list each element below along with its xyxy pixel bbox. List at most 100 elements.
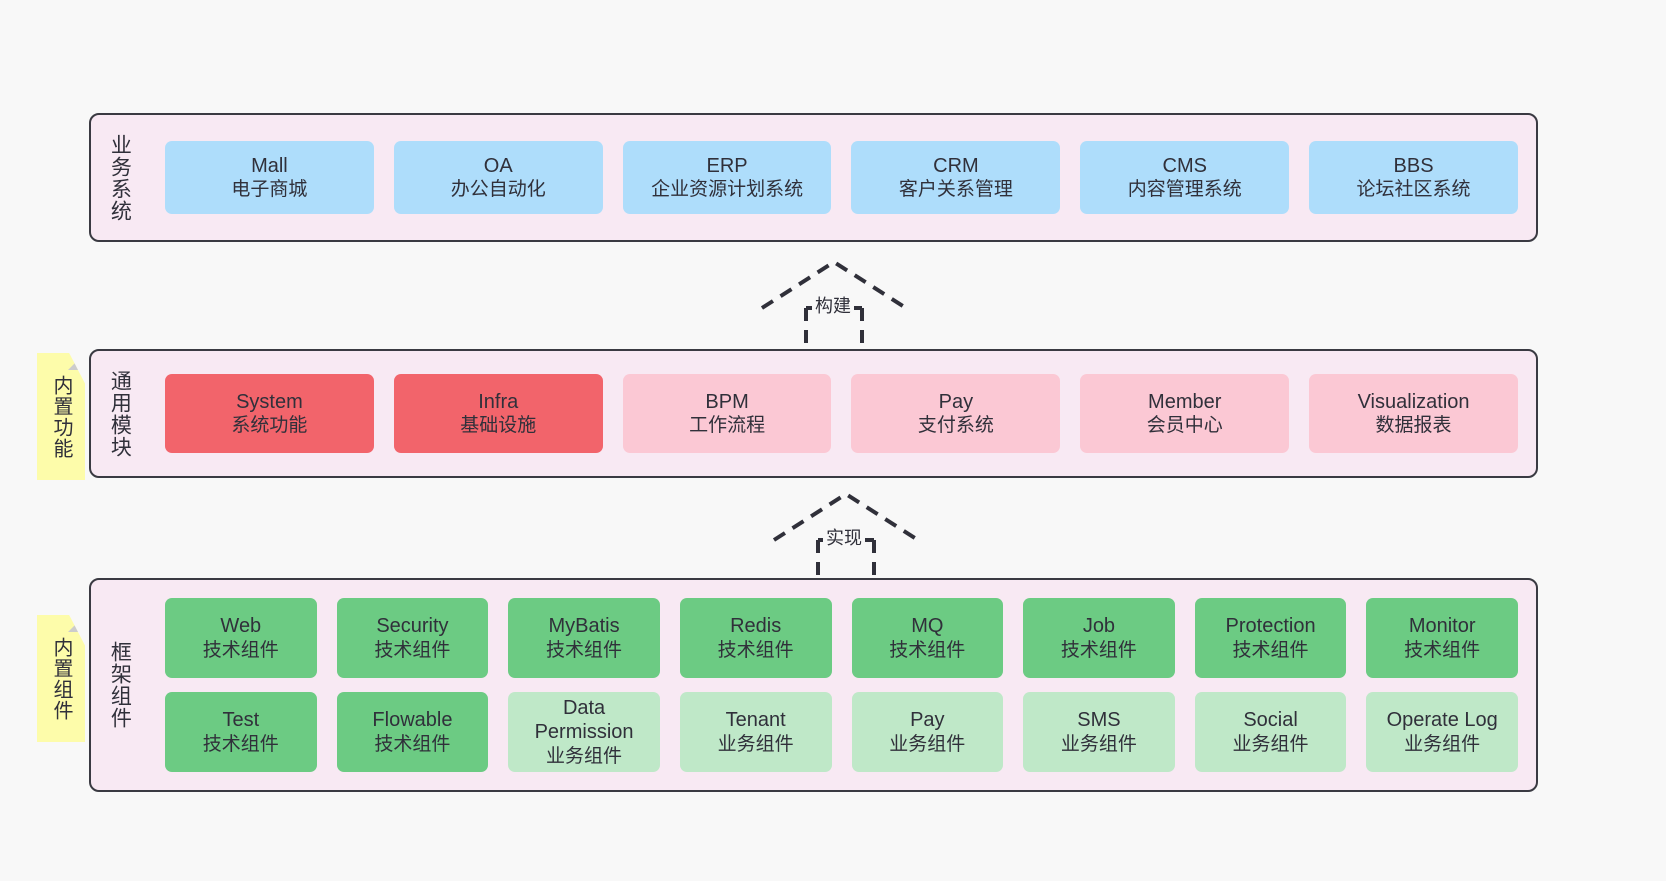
layer-body-framework-component: Web 技术组件 Security 技术组件 MyBatis 技术组件 Redi… [147, 580, 1536, 790]
layer-title-common-module: 通用模块 [108, 369, 132, 458]
card-crm-subtitle: 客户关系管理 [898, 179, 1013, 201]
note-fold-corner-icon [68, 615, 85, 632]
card-social-subtitle: 业务组件 [1232, 733, 1309, 755]
card-mq-title: MQ [911, 615, 944, 638]
card-infra[interactable]: Infra 基础设施 [393, 374, 603, 453]
card-web-title: Web [220, 615, 262, 638]
card-social[interactable]: Social 业务组件 [1194, 692, 1347, 772]
card-bpm-subtitle: 工作流程 [689, 415, 766, 437]
card-flowable-subtitle: 技术组件 [374, 733, 451, 755]
layer-title-framework-component: 框架组件 [108, 641, 132, 729]
card-operate-log[interactable]: Operate Log 业务组件 [1366, 692, 1518, 772]
card-pay-component[interactable]: Pay 业务组件 [851, 692, 1004, 772]
layer-body-common-module: System 系统功能 Infra 基础设施 BPM 工作流程 Pay 支付系统… [147, 351, 1536, 476]
card-sms[interactable]: SMS 业务组件 [1023, 692, 1175, 772]
card-erp-subtitle: 企业资源计划系统 [651, 179, 804, 201]
card-data-permission[interactable]: Data Permission 业务组件 [508, 692, 660, 772]
card-security-title: Security [376, 615, 449, 638]
card-member-title: Member [1148, 390, 1222, 413]
card-mybatis-title: MyBatis [548, 615, 620, 638]
card-sms-title: SMS [1077, 709, 1121, 732]
layer-common-module: 通用模块 System 系统功能 Infra 基础设施 BPM 工作流程 Pay… [89, 349, 1538, 478]
card-flowable[interactable]: Flowable 技术组件 [336, 692, 489, 772]
card-flowable-title: Flowable [372, 709, 453, 732]
card-bbs-title: BBS [1393, 154, 1434, 177]
layer-framework-component: 框架组件 Web 技术组件 Security 技术组件 MyBatis 技术组件… [89, 578, 1538, 792]
card-mall-subtitle: 电子商城 [231, 179, 308, 201]
card-job-title: Job [1082, 615, 1116, 638]
card-security[interactable]: Security 技术组件 [336, 598, 489, 678]
card-crm[interactable]: CRM 客户关系管理 [851, 141, 1061, 214]
card-visualization-title: Visualization [1357, 390, 1470, 413]
layer-body-business-system: Mall 电子商城 OA 办公自动化 ERP 企业资源计划系统 CRM 客户关系… [147, 115, 1536, 240]
card-bpm-title: BPM [705, 390, 749, 413]
card-erp[interactable]: ERP 企业资源计划系统 [622, 141, 832, 214]
card-visualization-subtitle: 数据报表 [1375, 415, 1452, 437]
card-erp-title: ERP [706, 154, 748, 177]
card-security-subtitle: 技术组件 [374, 639, 451, 661]
card-monitor[interactable]: Monitor 技术组件 [1366, 598, 1518, 678]
card-protection[interactable]: Protection 技术组件 [1194, 598, 1347, 678]
card-visualization[interactable]: Visualization 数据报表 [1309, 374, 1518, 453]
card-infra-subtitle: 基础设施 [460, 415, 537, 437]
card-tenant-title: Tenant [725, 709, 786, 732]
card-member-subtitle: 会员中心 [1146, 415, 1223, 437]
card-protection-title: Protection [1225, 615, 1316, 638]
note-fold-corner-icon [68, 353, 85, 370]
card-tenant[interactable]: Tenant 业务组件 [679, 692, 832, 772]
arrow-implement-label: 实现 [823, 524, 865, 550]
card-data-permission-subtitle: 业务组件 [546, 745, 623, 767]
card-pay-module-title: Pay [938, 390, 974, 413]
card-mall-title: Mall [251, 154, 288, 177]
common-module-card-row: System 系统功能 Infra 基础设施 BPM 工作流程 Pay 支付系统… [155, 374, 1528, 453]
card-web[interactable]: Web 技术组件 [165, 598, 317, 678]
card-pay-component-title: Pay [910, 709, 945, 732]
card-pay-module[interactable]: Pay 支付系统 [851, 374, 1061, 453]
note-builtin-function-label: 内置功能 [50, 374, 72, 459]
card-cms-subtitle: 内容管理系统 [1127, 179, 1242, 201]
note-builtin-component: 内置组件 [37, 615, 85, 742]
layer-title-business-system: 业务系统 [108, 133, 132, 222]
note-builtin-component-label: 内置组件 [50, 636, 72, 721]
card-job-subtitle: 技术组件 [1060, 639, 1137, 661]
card-mybatis[interactable]: MyBatis 技术组件 [508, 598, 660, 678]
card-monitor-subtitle: 技术组件 [1404, 639, 1481, 661]
card-bbs[interactable]: BBS 论坛社区系统 [1309, 141, 1518, 214]
card-redis-subtitle: 技术组件 [717, 639, 794, 661]
card-crm-title: CRM [933, 154, 979, 177]
card-mq[interactable]: MQ 技术组件 [851, 598, 1004, 678]
card-redis[interactable]: Redis 技术组件 [679, 598, 832, 678]
layer-business-system: 业务系统 Mall 电子商城 OA 办公自动化 ERP 企业资源计划系统 CRM… [89, 113, 1538, 242]
card-pay-module-subtitle: 支付系统 [917, 415, 994, 437]
card-cms[interactable]: CMS 内容管理系统 [1080, 141, 1290, 214]
card-operate-log-title: Operate Log [1386, 709, 1498, 732]
card-social-title: Social [1243, 709, 1298, 732]
card-test[interactable]: Test 技术组件 [165, 692, 317, 772]
card-infra-title: Infra [478, 390, 519, 413]
card-tenant-subtitle: 业务组件 [717, 733, 794, 755]
card-test-subtitle: 技术组件 [202, 733, 279, 755]
arrow-build-label: 构建 [812, 292, 854, 318]
card-data-permission-title: Data Permission [534, 697, 634, 744]
card-oa-subtitle: 办公自动化 [450, 179, 546, 201]
business-system-card-row: Mall 电子商城 OA 办公自动化 ERP 企业资源计划系统 CRM 客户关系… [155, 141, 1528, 214]
card-mq-subtitle: 技术组件 [889, 639, 966, 661]
card-protection-subtitle: 技术组件 [1232, 639, 1309, 661]
card-test-title: Test [222, 709, 260, 732]
card-redis-title: Redis [730, 615, 782, 638]
card-bpm[interactable]: BPM 工作流程 [622, 374, 832, 453]
card-member[interactable]: Member 会员中心 [1080, 374, 1290, 453]
card-oa-title: OA [483, 154, 513, 177]
card-job[interactable]: Job 技术组件 [1023, 598, 1175, 678]
card-oa[interactable]: OA 办公自动化 [393, 141, 603, 214]
framework-business-component-row: Test 技术组件 Flowable 技术组件 Data Permission … [155, 692, 1528, 772]
card-system-title: System [236, 390, 303, 413]
card-mall[interactable]: Mall 电子商城 [165, 141, 374, 214]
card-mybatis-subtitle: 技术组件 [546, 639, 623, 661]
card-system-subtitle: 系统功能 [231, 415, 308, 437]
card-operate-log-subtitle: 业务组件 [1404, 733, 1481, 755]
card-system[interactable]: System 系统功能 [165, 374, 374, 453]
card-pay-component-subtitle: 业务组件 [889, 733, 966, 755]
note-builtin-function: 内置功能 [37, 353, 85, 480]
